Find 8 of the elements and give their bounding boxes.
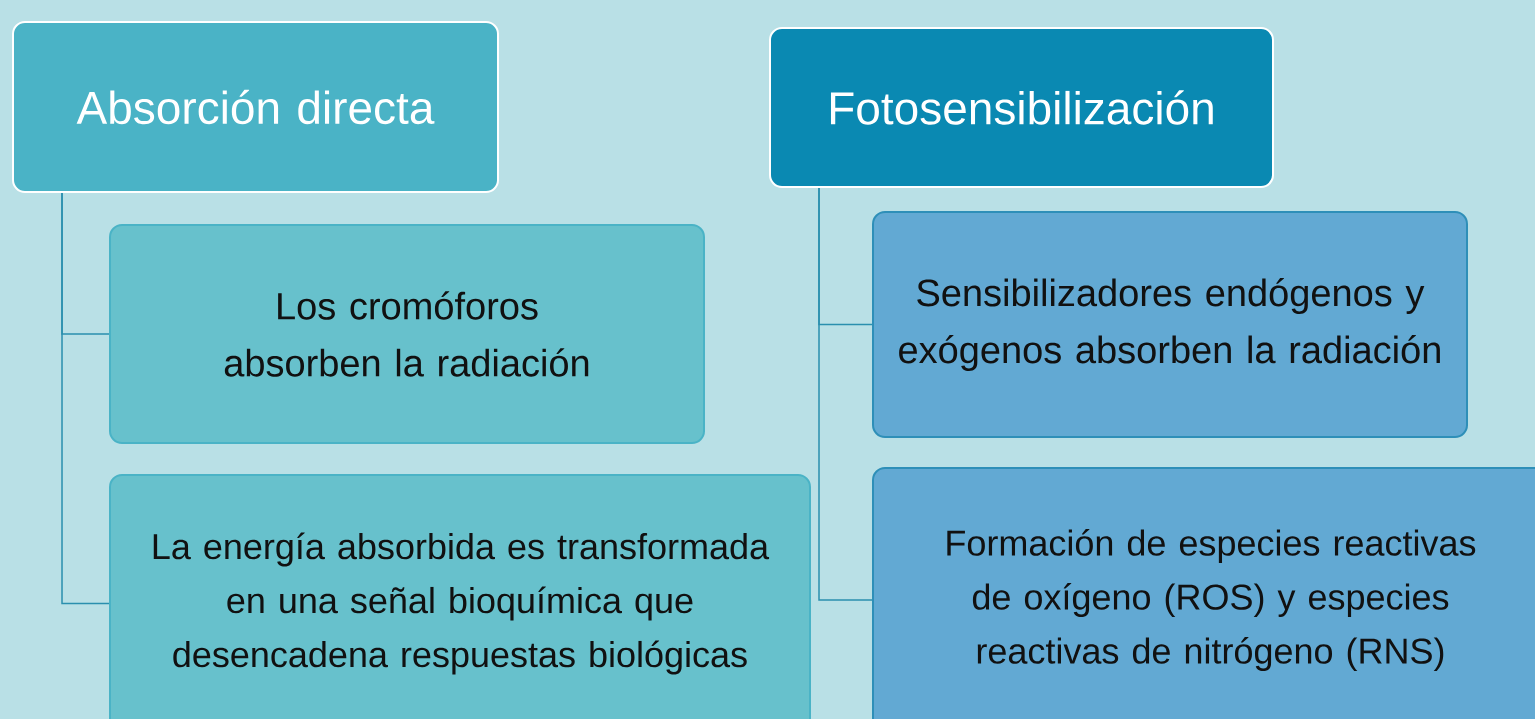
heading-box: Absorción directa bbox=[12, 21, 499, 193]
process-box: Sensibilizadores endógenos y exógenos absorben la radiación bbox=[872, 211, 1468, 438]
process-box: Formación de especies reactivas de oxígeno (ROS) y especies reactivas de nitrógeno (RNS) bbox=[872, 467, 1535, 719]
heading-box: Fotosensibilización bbox=[769, 27, 1274, 188]
process-box: La energía absorbida es transformada en una señal bioquímica que desencadena respuestas biológicas bbox=[109, 474, 811, 719]
process-box: Los cromóforos absorben la radiación bbox=[109, 224, 705, 444]
connector-line bbox=[818, 187, 873, 601]
connector-line bbox=[61, 192, 110, 605]
